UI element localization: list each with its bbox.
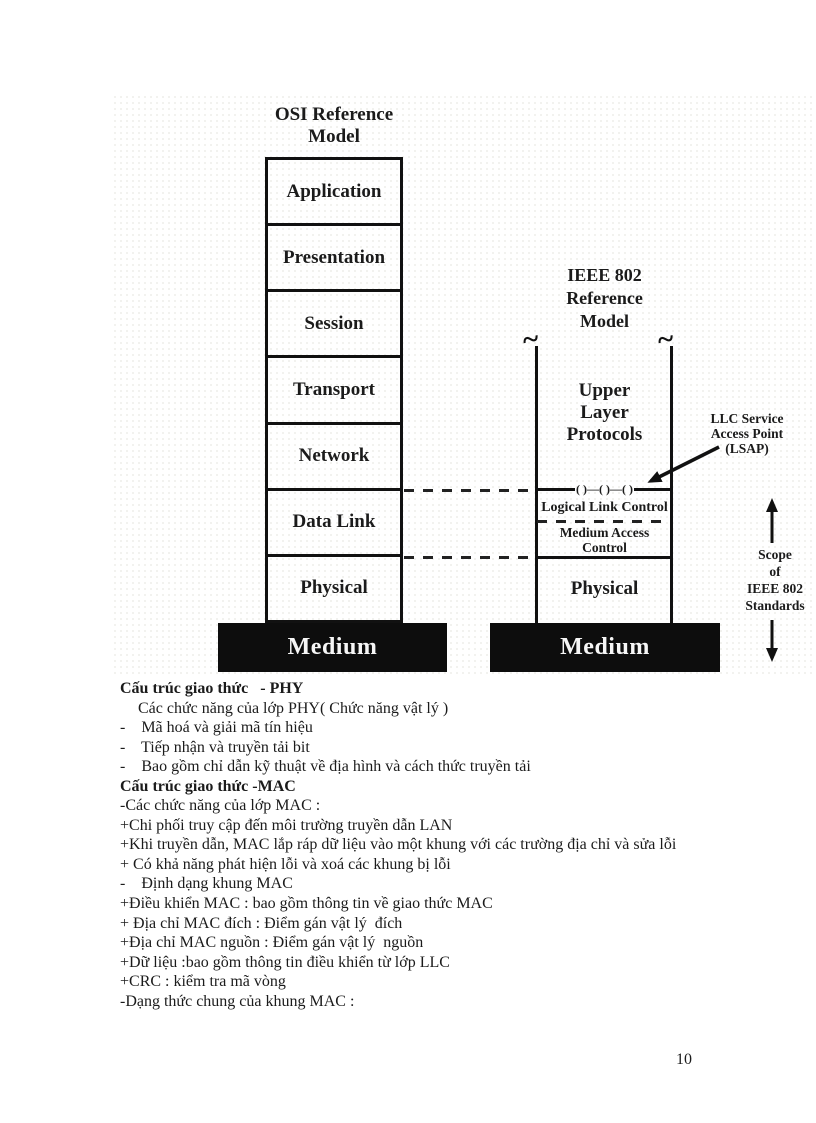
text-line: +Dữ liệu :bao gồm thông tin điều khiển t… xyxy=(120,953,450,971)
osi-title-line1: OSI Reference xyxy=(274,104,394,125)
osi-title: OSI Reference Model xyxy=(263,104,405,148)
page-number: 10 xyxy=(676,1051,692,1068)
lsap-callout-line2: Access Point xyxy=(710,426,784,441)
text-line: Các chức năng của lớp PHY( Chức năng vật… xyxy=(138,699,449,717)
osi-layer-application: Application xyxy=(268,160,400,227)
text-line: - Định dạng khung MAC xyxy=(120,875,293,893)
text-line: +CRC : kiểm tra mã vòng xyxy=(120,973,286,991)
text-line-heading-phy: Cấu trúc giao thức - PHY xyxy=(120,680,304,697)
mac-line1: Medium Access xyxy=(559,525,650,540)
text-line: -Dạng thức chung của khung MAC : xyxy=(120,992,355,1010)
scope-line3: IEEE 802 xyxy=(747,581,803,596)
ieee-mac-label: Medium Access Control xyxy=(536,525,673,555)
ieee-title-line3: Model xyxy=(580,311,629,331)
llc-mac-dashed-divider xyxy=(537,520,670,523)
osi-layer-physical: Physical xyxy=(300,577,368,599)
ieee-medium-box: Medium xyxy=(490,623,720,672)
text-line: + Địa chỉ MAC đích : Điểm gán vật lý đíc… xyxy=(120,914,403,932)
lsap-line-segment xyxy=(634,487,674,491)
osi-layer-transport: Transport xyxy=(268,358,400,425)
scope-line1: Scope xyxy=(758,547,792,562)
osi-layer-presentation: Presentation xyxy=(268,226,400,293)
upper-line1: Upper xyxy=(578,380,631,401)
osi-layer-data-link: Data Link xyxy=(268,491,400,557)
mac-line2: Control xyxy=(582,539,627,555)
osi-medium-box: Medium xyxy=(218,623,447,672)
text-line-heading-mac: Cấu trúc giao thức -MAC xyxy=(120,777,296,795)
ieee-title-line2: Reference xyxy=(566,288,643,308)
break-squiggle-icon: ~ xyxy=(520,321,542,358)
ieee-right-border-line xyxy=(670,346,673,623)
text-line: + Có khả năng phát hiện lỗi và xoá các k… xyxy=(120,855,451,873)
ieee-left-border-line xyxy=(535,346,538,623)
text-line: - Mã hoá và giải mã tín hiệu xyxy=(120,719,313,737)
lsap-line-segment xyxy=(536,487,576,491)
lsap-boundary-line: ( )—( )—( ) xyxy=(536,482,674,496)
text-line: +Điều khiển MAC : bao gồm thông tin về g… xyxy=(120,895,493,913)
lsap-callout-label: LLC Service Access Point (LSAP) xyxy=(697,411,797,456)
ieee-llc-label: Logical Link Control xyxy=(541,500,668,515)
text-line: +Địa chỉ MAC nguồn : Điểm gán vật lý ngu… xyxy=(120,934,424,952)
upper-line2: Layer xyxy=(580,402,629,423)
ieee-physical-label: Physical xyxy=(570,578,639,599)
text-line: - Tiếp nhận và truyền tải bit xyxy=(120,738,310,756)
upper-line3: Protocols xyxy=(566,424,643,445)
text-line: - Bao gồm chỉ dẫn kỹ thuật về địa hình v… xyxy=(120,758,531,776)
scan-texture xyxy=(112,94,816,678)
lsap-callout-line1: LLC Service xyxy=(710,411,784,426)
lsap-callout-line3: (LSAP) xyxy=(725,441,769,456)
osi-title-line2: Model xyxy=(308,126,360,147)
datalink-bottom-dashed-line xyxy=(404,556,535,559)
break-squiggle-icon: ~ xyxy=(655,321,677,358)
text-line: +Khi truyền dẫn, MAC lắp ráp dữ liệu vào… xyxy=(120,836,677,854)
osi-stack: Application Presentation Session Transpo… xyxy=(265,157,403,623)
text-line: -Các chức năng của lớp MAC : xyxy=(120,797,321,815)
osi-layer-session: Session xyxy=(268,292,400,359)
ieee-upper-layer-protocols: Upper Layer Protocols xyxy=(535,380,674,446)
ieee-title-line1: IEEE 802 xyxy=(567,265,642,285)
scope-line2: of xyxy=(769,564,781,579)
osi-layer-network: Network xyxy=(268,425,400,491)
lsap-sockets: ( )—( )—( ) xyxy=(576,482,633,496)
scope-line4: Standards xyxy=(745,598,805,613)
text-line: +Chi phối truy cập đến môi trường truyền… xyxy=(120,816,453,834)
scope-label: Scope of IEEE 802 Standards xyxy=(731,546,816,614)
datalink-top-dashed-line xyxy=(404,489,535,492)
body-text: Cấu trúc giao thức - PHY Các chức năng c… xyxy=(120,679,760,1011)
mac-physical-divider xyxy=(536,556,673,559)
ieee-title: IEEE 802 Reference Model xyxy=(535,264,674,333)
